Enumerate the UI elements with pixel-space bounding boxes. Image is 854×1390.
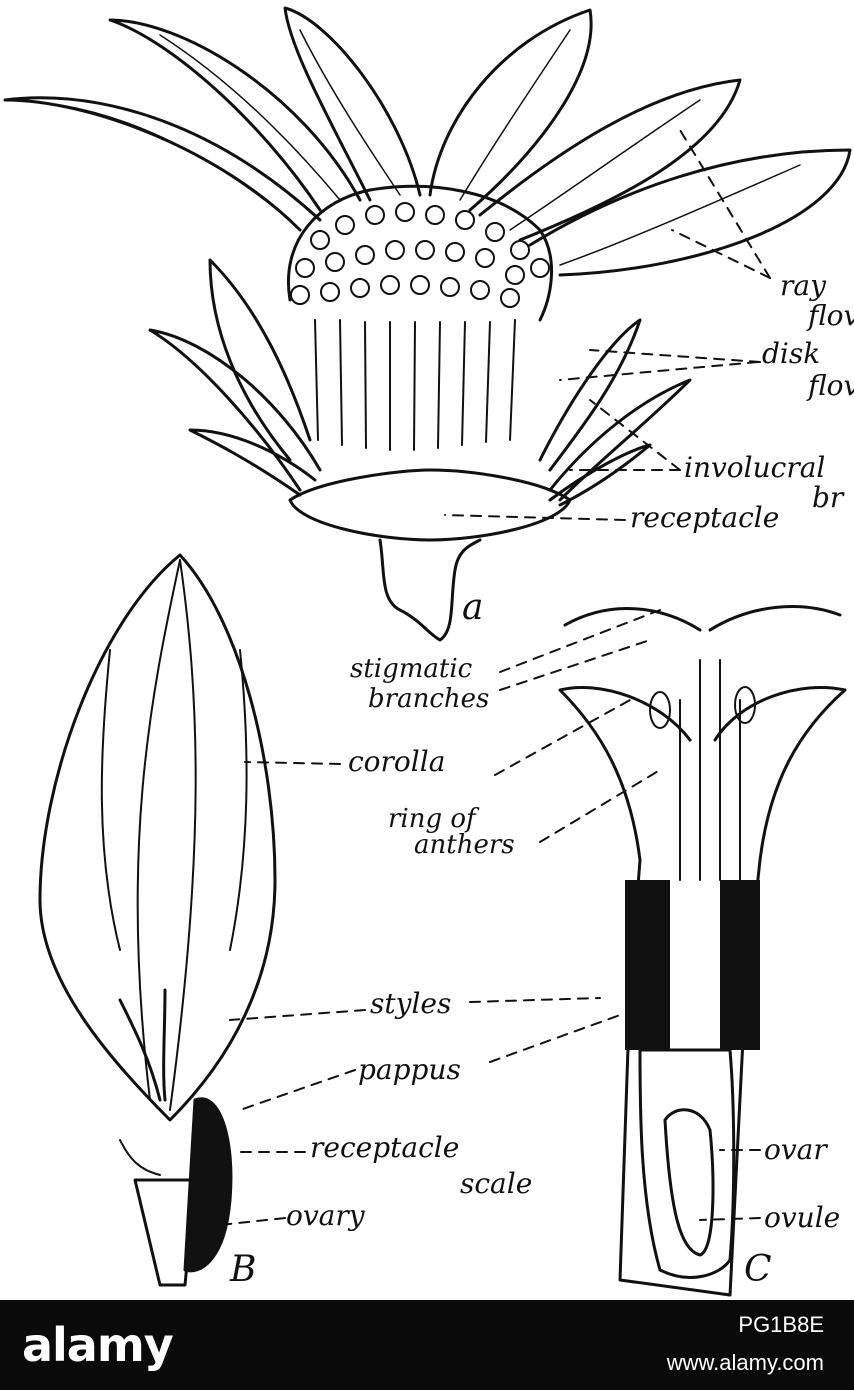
- ovary-label-b: ovary: [286, 1199, 365, 1232]
- ovule-label-c: ovule: [764, 1201, 841, 1234]
- ovary-label-c: ovar: [764, 1133, 827, 1166]
- ovary-c: [638, 1048, 736, 1279]
- image-id: PG1B8E: [738, 1312, 824, 1337]
- corolla-c: [713, 685, 847, 862]
- corolla-b: [38, 553, 277, 1122]
- involucral-bract: [538, 318, 642, 472]
- stigmatic-label-1: stigmatic: [350, 654, 473, 684]
- receptacle-label-a: receptacle: [630, 501, 780, 534]
- flower-anatomy-drawing: [3, 6, 852, 1297]
- ray-petal: [3, 96, 322, 232]
- alamy-logo: alamy: [22, 1318, 174, 1372]
- panel-c-letter: C: [744, 1249, 772, 1290]
- leader-lines: [219, 129, 771, 1226]
- involucral-bract: [208, 258, 312, 462]
- ray-petal: [478, 78, 742, 242]
- receptacle-scale-label-2: scale: [460, 1167, 533, 1200]
- ring-of-anthers-label-2: anthers: [414, 830, 515, 860]
- corolla-label: corolla: [348, 745, 446, 778]
- disk-florets: [287, 184, 554, 322]
- ring-of-anthers-label-1: ring of: [388, 804, 476, 834]
- ray-floret-b: [38, 553, 277, 1287]
- pappus-label: pappus: [358, 1053, 461, 1086]
- stigmatic-label-2: branches: [368, 684, 490, 714]
- panel-b-letter: B: [230, 1249, 257, 1290]
- ovule-c: [663, 1108, 715, 1257]
- stigmatic-branch: [708, 605, 842, 632]
- ray-petal: [108, 18, 362, 212]
- involucral-bract: [148, 328, 322, 492]
- receptacle-scale-b: [183, 1097, 233, 1273]
- stigmatic-branch: [563, 607, 702, 632]
- receptacle-a: [288, 468, 572, 542]
- stalk: [378, 538, 482, 642]
- ray-label: ray: [780, 269, 826, 302]
- watermark-bar: alamy PG1B8E www.alamy.com: [0, 1300, 854, 1390]
- disk-label-cont: flov: [808, 369, 854, 402]
- styles-label: styles: [370, 987, 452, 1020]
- ray-label-cont: flov: [808, 299, 854, 332]
- botanical-illustration: ray flov disk flov involucral br recepta…: [3, 6, 854, 1297]
- ray-petal: [528, 148, 852, 277]
- flower-head-a: [3, 6, 852, 642]
- ray-petal: [283, 6, 422, 202]
- watermark-url: www.alamy.com: [666, 1350, 824, 1375]
- involucral-label: involucral: [684, 451, 826, 484]
- corolla-c: [558, 685, 692, 862]
- ovary-b: [133, 1178, 197, 1287]
- ray-petal: [428, 8, 593, 212]
- involucral-label-cont: br: [812, 481, 844, 514]
- panel-a-letter: a: [462, 587, 484, 628]
- involucral-bract: [548, 378, 692, 502]
- receptacle-scale-label-1: receptacle: [310, 1131, 460, 1164]
- disk-floret-c: [558, 605, 847, 1297]
- involucral-bract: [188, 428, 317, 497]
- involucral-bract: [548, 443, 652, 507]
- disk-label: disk: [762, 337, 821, 370]
